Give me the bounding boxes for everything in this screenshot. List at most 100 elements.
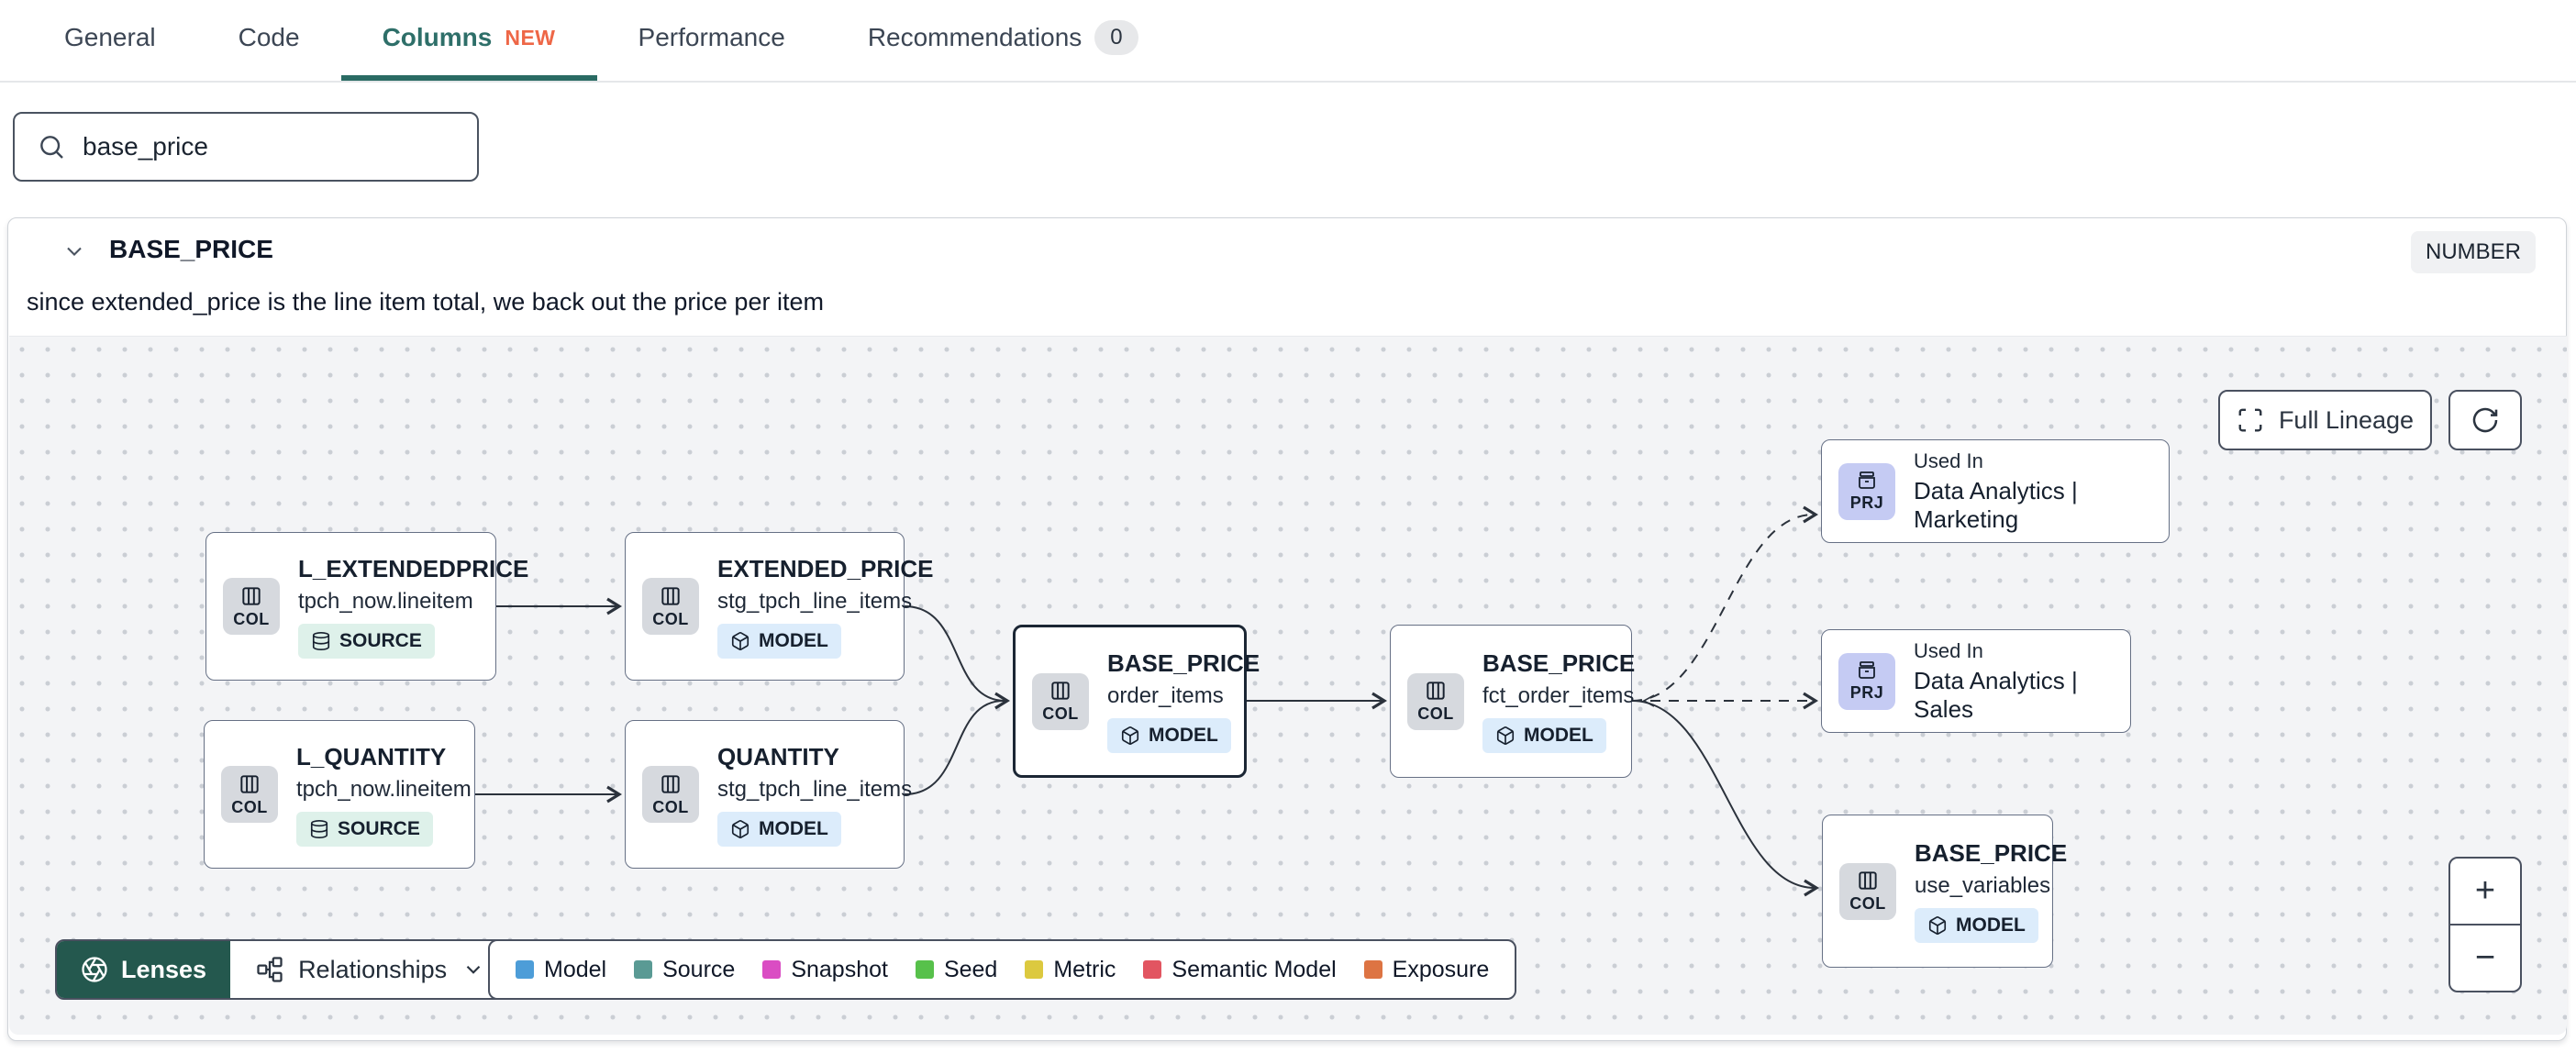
column-chip: COL — [1032, 672, 1089, 730]
relationships-icon — [257, 957, 283, 982]
chip-label: COL — [1417, 704, 1454, 723]
relationships-label: Relationships — [298, 955, 448, 983]
node-subtitle: tpch_now.lineitem — [298, 588, 473, 614]
legend-item-source: Source — [634, 957, 735, 983]
legend-label: Seed — [943, 956, 998, 982]
zoom-out-button[interactable]: − — [2450, 926, 2520, 991]
tab-performance[interactable]: Performance — [597, 0, 827, 81]
badge-label: MODEL — [1149, 725, 1218, 746]
legend-label: Exposure — [1392, 956, 1490, 982]
tab-code[interactable]: Code — [197, 0, 341, 81]
node-title: QUANTITY — [717, 742, 839, 770]
zoom-controls: + − — [2448, 857, 2522, 992]
columns-icon — [1051, 682, 1070, 700]
node-title: BASE_PRICE — [1482, 649, 1636, 677]
node-title: Data Analytics | Marketing — [1914, 476, 2078, 533]
lineage-node-base-price-order-items[interactable]: COL BASE_PRICE order_items MODEL — [1013, 625, 1260, 778]
badge-label: MODEL — [1524, 725, 1593, 746]
tab-label: Code — [238, 23, 300, 51]
legend-label: Semantic Model — [1171, 956, 1337, 982]
minus-icon: − — [2474, 938, 2496, 977]
refresh-button[interactable] — [2448, 390, 2522, 450]
used-in-label: Used In — [1914, 638, 1983, 662]
lineage-node-used-in-marketing[interactable]: PRJ Used In Data Analytics | Marketing — [1821, 439, 2170, 543]
zoom-in-button[interactable]: + — [2450, 859, 2520, 926]
lineage-node-base-price-fct-order-items[interactable]: COL BASE_PRICE fct_order_items MODEL — [1390, 625, 1636, 778]
resource-badge: MODEL — [717, 811, 841, 847]
cube-icon — [731, 819, 749, 838]
tab-columns[interactable]: Columns NEW — [340, 0, 597, 81]
legend-label: Metric — [1053, 956, 1116, 982]
column-card: BASE_PRICE NUMBER since extended_price i… — [7, 217, 2567, 1041]
resource-badge: MODEL — [1107, 718, 1231, 753]
tab-recommendations[interactable]: Recommendations 0 — [827, 0, 1180, 81]
lineage-edges — [475, 337, 2567, 1035]
used-in-label: Used In — [1914, 449, 1983, 472]
badge-label: SOURCE — [339, 629, 422, 651]
badge-label: MODEL — [759, 629, 828, 651]
lineage-node-extended-price[interactable]: COL EXTENDED_PRICE stg_tpch_line_items M… — [625, 532, 934, 681]
detail-tabbar: General Code Columns NEW Performance Rec… — [0, 0, 2576, 83]
resource-badge: SOURCE — [298, 623, 435, 659]
legend-item-snapshot: Snapshot — [762, 957, 888, 983]
resource-badge: SOURCE — [296, 811, 433, 847]
column-chip: COL — [1407, 672, 1464, 730]
full-lineage-label: Full Lineage — [2278, 405, 2415, 434]
legend-item-semantic-model: Semantic Model — [1143, 956, 1337, 983]
column-description: since extended_price is the line item to… — [27, 288, 824, 316]
cube-icon — [1496, 726, 1515, 745]
lineage-node-quantity[interactable]: COL QUANTITY stg_tpch_line_items MODEL — [625, 720, 912, 869]
cube-icon — [1121, 726, 1139, 745]
node-title: L_EXTENDEDPRICE — [298, 554, 529, 582]
legend-item-metric: Metric — [1025, 957, 1116, 983]
archive-icon — [1859, 661, 1875, 679]
plus-icon: + — [2474, 871, 2496, 910]
resource-badge: MODEL — [717, 623, 841, 659]
column-chip: COL — [642, 766, 699, 823]
search-input[interactable] — [83, 132, 455, 161]
column-chip: COL — [1839, 862, 1896, 920]
chip-label: COL — [652, 609, 689, 628]
lenses-button[interactable]: Lenses — [57, 941, 231, 998]
legend-swatch — [1363, 960, 1382, 979]
legend-swatch — [762, 960, 782, 979]
columns-icon — [1427, 682, 1445, 700]
column-search[interactable] — [13, 112, 479, 182]
chip-label: PRJ — [1849, 683, 1884, 702]
new-badge: NEW — [505, 25, 556, 50]
column-chip: COL — [221, 766, 278, 823]
columns-icon — [242, 586, 261, 605]
tab-label: Recommendations — [867, 23, 1083, 51]
node-subtitle: tpch_now.lineitem — [296, 776, 472, 802]
node-title: EXTENDED_PRICE — [717, 554, 934, 582]
column-card-header: BASE_PRICE NUMBER since extended_price i… — [8, 218, 2566, 336]
chip-label: COL — [231, 797, 268, 816]
node-title: BASE_PRICE — [1107, 649, 1260, 677]
tab-general[interactable]: General — [23, 0, 197, 81]
lineage-node-used-in-sales[interactable]: PRJ Used In Data Analytics | Sales — [1821, 629, 2131, 733]
tab-label: Performance — [638, 23, 785, 51]
node-subtitle: use_variables — [1915, 873, 2051, 898]
full-lineage-button[interactable]: Full Lineage — [2218, 390, 2432, 450]
lineage-canvas[interactable]: COL L_EXTENDEDPRICE tpch_now.lineitem SO… — [9, 336, 2567, 1035]
columns-icon — [1859, 871, 1877, 890]
legend-label: Source — [662, 956, 736, 982]
tab-label: General — [64, 23, 156, 51]
search-icon — [37, 132, 66, 161]
refresh-icon — [2472, 407, 2498, 433]
lineage-node-l-quantity[interactable]: COL L_QUANTITY tpch_now.lineitem SOURCE — [204, 720, 475, 869]
badge-label: MODEL — [1956, 914, 2026, 936]
lineage-node-base-price-use-variables[interactable]: COL BASE_PRICE use_variables MODEL — [1822, 815, 2067, 968]
project-chip: PRJ — [1838, 462, 1895, 520]
relationships-dropdown[interactable]: Relationships — [230, 941, 512, 998]
data-type-badge: NUMBER — [2410, 231, 2536, 273]
collapse-chevron-icon[interactable] — [61, 238, 87, 264]
lenses-label: Lenses — [121, 955, 207, 983]
node-subtitle: fct_order_items — [1482, 683, 1635, 708]
lenses-bar: Lenses Relationships — [55, 939, 514, 1000]
legend-swatch — [1025, 960, 1044, 979]
cube-icon — [1928, 916, 1947, 935]
legend-label: Snapshot — [791, 956, 888, 982]
lineage-node-l-extendedprice[interactable]: COL L_EXTENDEDPRICE tpch_now.lineitem SO… — [205, 532, 528, 681]
columns-icon — [240, 774, 259, 793]
